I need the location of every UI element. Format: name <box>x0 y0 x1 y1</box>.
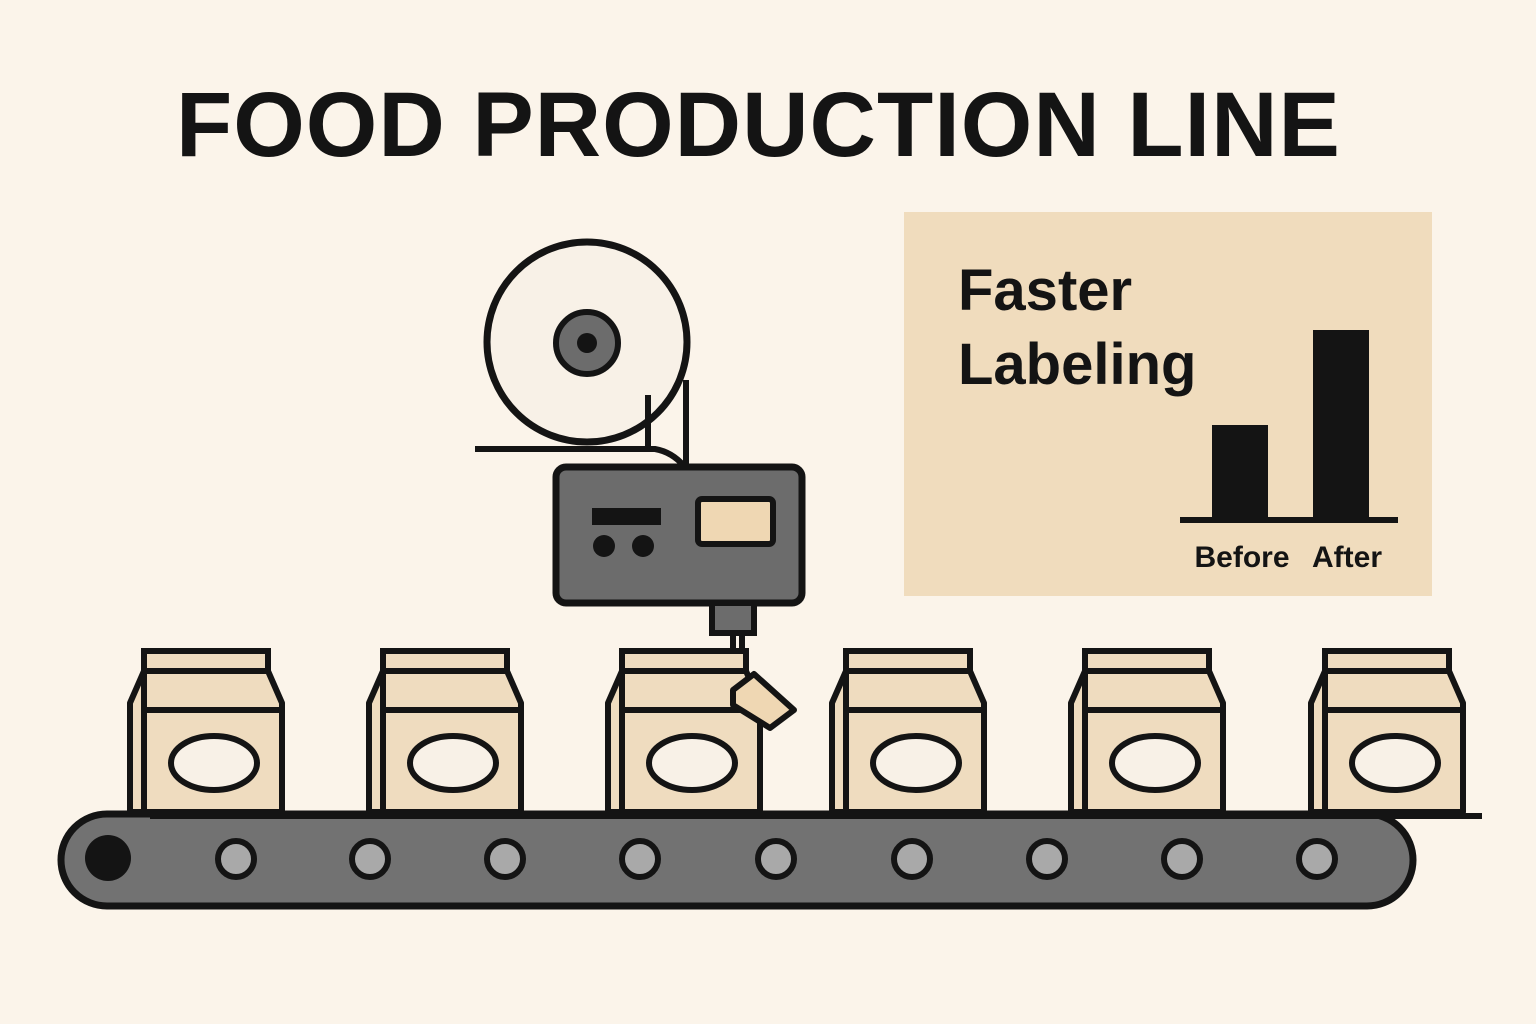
belt-roller <box>215 838 257 880</box>
belt-roller <box>1161 838 1203 880</box>
chart-labels: Before After <box>1194 541 1382 574</box>
belt-rollers <box>215 838 1338 880</box>
page-title: FOOD PRODUCTION LINE <box>176 74 1341 176</box>
labeling-panel: Faster Labeling Before After <box>904 212 1432 596</box>
belt-roller <box>349 838 391 880</box>
chart-bar-after <box>1313 330 1369 520</box>
panel-title-line-2: Labeling <box>958 332 1196 397</box>
machine-display <box>695 496 776 547</box>
carton-oval-label <box>407 733 499 793</box>
chart-bars <box>1212 330 1369 520</box>
label-web-strip <box>475 446 687 469</box>
carton-icon <box>605 648 763 815</box>
belt-body <box>57 810 1417 910</box>
chart-label-after: After <box>1312 541 1382 574</box>
label-roll-icon <box>475 238 691 469</box>
carton-icon <box>1068 648 1226 815</box>
carton-icon <box>127 648 285 815</box>
conveyor-belt-icon <box>57 810 1482 910</box>
roll-tail-strip <box>645 380 689 466</box>
chart-bar-before <box>1212 425 1268 520</box>
cartons <box>127 648 1466 815</box>
belt-roller <box>755 838 797 880</box>
panel-title-line-1: Faster <box>958 258 1132 323</box>
belt-drive-wheel <box>85 835 131 881</box>
labeler-machine-icon <box>552 463 806 690</box>
carton-icon <box>829 648 987 815</box>
carton-icon <box>1308 648 1466 815</box>
carton-oval-label <box>168 733 260 793</box>
carton-oval-label <box>870 733 962 793</box>
belt-roller <box>891 838 933 880</box>
belt-roller <box>484 838 526 880</box>
belt-roller <box>619 838 661 880</box>
label-tag <box>730 671 797 731</box>
belt-roller <box>1026 838 1068 880</box>
machine-nozzle <box>709 600 757 636</box>
carton-oval-label <box>1109 733 1201 793</box>
chart-label-before: Before <box>1194 541 1289 574</box>
carton-oval-label <box>646 733 738 793</box>
label-tag-icon <box>730 671 797 731</box>
machine-slot <box>592 508 661 525</box>
machine-button-1 <box>593 535 615 557</box>
machine-button-2 <box>632 535 654 557</box>
carton-icon <box>366 648 524 815</box>
belt-roller <box>1296 838 1338 880</box>
carton-oval-label <box>1349 733 1441 793</box>
roll-hub-center <box>577 333 597 353</box>
